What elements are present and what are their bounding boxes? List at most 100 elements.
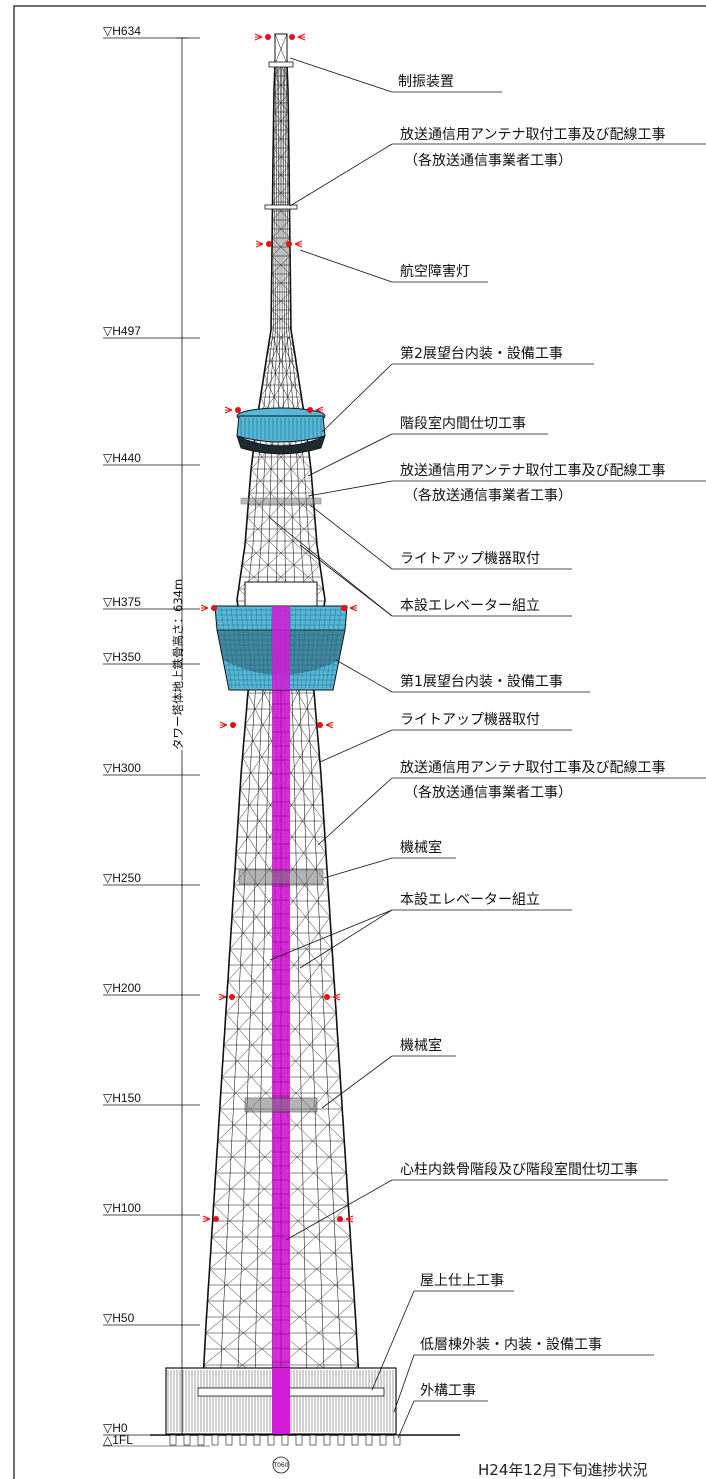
aviation-light bbox=[265, 34, 271, 40]
lattice-brace bbox=[306, 692, 315, 710]
lattice-brace bbox=[261, 740, 272, 758]
lattice-brace bbox=[314, 1188, 331, 1206]
lattice-brace bbox=[273, 120, 282, 131]
lattice-brace bbox=[242, 756, 252, 774]
tower-leg bbox=[235, 39, 279, 1436]
lattice-brace bbox=[336, 1300, 355, 1318]
foundation-pile bbox=[281, 1434, 289, 1446]
lattice-brace bbox=[317, 1300, 338, 1318]
lattice-brace bbox=[268, 372, 276, 386]
lattice-brace bbox=[273, 111, 282, 122]
lattice-brace bbox=[307, 980, 322, 998]
lattice-brace bbox=[308, 740, 320, 758]
lattice-brace bbox=[293, 552, 306, 566]
tower-leg bbox=[199, 39, 277, 1436]
lattice-brace bbox=[303, 836, 315, 854]
lattice-brace bbox=[225, 996, 241, 1014]
lattice-brace bbox=[253, 996, 268, 1014]
lattice-brace bbox=[224, 1300, 245, 1318]
svg-text:▽H440: ▽H440 bbox=[103, 451, 141, 465]
lattice-brace bbox=[255, 932, 269, 950]
lattice-brace bbox=[237, 820, 249, 838]
lattice-brace bbox=[309, 1044, 325, 1062]
lattice-brace bbox=[318, 932, 333, 950]
lattice-brace bbox=[310, 1060, 325, 1078]
lattice-brace bbox=[280, 138, 289, 149]
lattice-brace bbox=[238, 1012, 254, 1030]
lattice-brace bbox=[257, 884, 270, 902]
lattice-brace bbox=[295, 396, 302, 410]
lattice-brace bbox=[338, 1332, 357, 1350]
lattice-brace bbox=[250, 468, 261, 482]
lattice-brace bbox=[215, 1156, 233, 1174]
lattice-brace bbox=[271, 291, 282, 302]
lattice-brace bbox=[264, 692, 273, 710]
aviation-light-ray bbox=[255, 243, 264, 248]
core-through-deck bbox=[272, 606, 290, 690]
lattice-brace bbox=[332, 1204, 349, 1222]
lattice-brace bbox=[272, 183, 282, 194]
lattice-brace bbox=[273, 84, 282, 95]
lattice-brace bbox=[292, 516, 305, 530]
lattice-brace bbox=[252, 740, 262, 758]
lattice-brace bbox=[227, 964, 243, 982]
lattice-brace bbox=[305, 916, 319, 934]
lattice-brace bbox=[299, 1300, 318, 1318]
lattice-brace bbox=[243, 932, 256, 950]
lattice-brace bbox=[298, 708, 308, 726]
lattice-brace bbox=[326, 1092, 343, 1110]
lattice-brace bbox=[268, 528, 282, 542]
lattice-brace bbox=[280, 516, 293, 530]
foundation-pile bbox=[197, 1434, 205, 1446]
lattice-brace bbox=[273, 93, 282, 104]
tower-structure bbox=[150, 33, 460, 1446]
lattice-brace bbox=[213, 1204, 230, 1222]
callout-labels: 制振装置 放送通信用アンテナ取付工事及び配線工事（各放送通信事業者工事） 航空障… bbox=[269, 57, 706, 1439]
lattice-brace bbox=[229, 932, 244, 950]
lattice-brace bbox=[285, 348, 292, 362]
observatory-1-mullion bbox=[265, 607, 269, 689]
lattice-brace bbox=[319, 1348, 339, 1366]
lattice-brace bbox=[235, 1076, 252, 1094]
damping-device-brace bbox=[274, 33, 288, 65]
lattice-brace bbox=[303, 528, 317, 542]
lattice-brace bbox=[245, 540, 257, 554]
lattice-brace bbox=[280, 120, 289, 131]
svg-text:（各放送通信事業者工事）: （各放送通信事業者工事） bbox=[404, 785, 572, 801]
lattice-brace bbox=[256, 900, 270, 918]
foundation-pile bbox=[253, 1434, 261, 1446]
lattice-brace bbox=[231, 1188, 248, 1206]
lattice-brace bbox=[253, 564, 269, 578]
label-roof-finish: 屋上仕上工事 bbox=[371, 1273, 514, 1391]
lattice-brace bbox=[290, 348, 295, 362]
lattice-brace bbox=[304, 884, 318, 902]
lowrise-roof bbox=[197, 1387, 385, 1397]
lattice-brace bbox=[276, 336, 282, 350]
lattice-brace bbox=[225, 1012, 240, 1030]
lattice-brace bbox=[249, 1140, 266, 1158]
lattice-brace bbox=[251, 1076, 267, 1094]
lattice-brace bbox=[254, 964, 269, 982]
lattice-brace bbox=[271, 282, 282, 293]
lattice-brace bbox=[316, 1268, 336, 1286]
lattice-brace bbox=[280, 75, 288, 86]
foundation-pile bbox=[379, 1434, 387, 1446]
lattice-brace bbox=[260, 772, 272, 790]
lattice-brace bbox=[280, 219, 290, 230]
lattice-brace bbox=[270, 456, 282, 470]
lattice-brace bbox=[259, 804, 271, 822]
lattice-brace bbox=[280, 291, 291, 302]
foundation-pile bbox=[267, 1434, 275, 1446]
lattice-brace bbox=[280, 147, 289, 158]
lattice-brace bbox=[303, 516, 315, 530]
label-2nd-observatory: 第2展望台内装・設備工事 bbox=[321, 345, 594, 433]
lattice-brace bbox=[292, 504, 304, 518]
lattice-brace bbox=[280, 327, 292, 338]
lattice-brace bbox=[271, 237, 282, 248]
lattice-brace bbox=[333, 1236, 351, 1254]
foundation-pile bbox=[239, 1434, 247, 1446]
lattice-brace bbox=[270, 327, 282, 338]
lattice-brace bbox=[247, 836, 259, 854]
machine-room bbox=[238, 869, 324, 885]
lattice-brace bbox=[280, 165, 290, 176]
